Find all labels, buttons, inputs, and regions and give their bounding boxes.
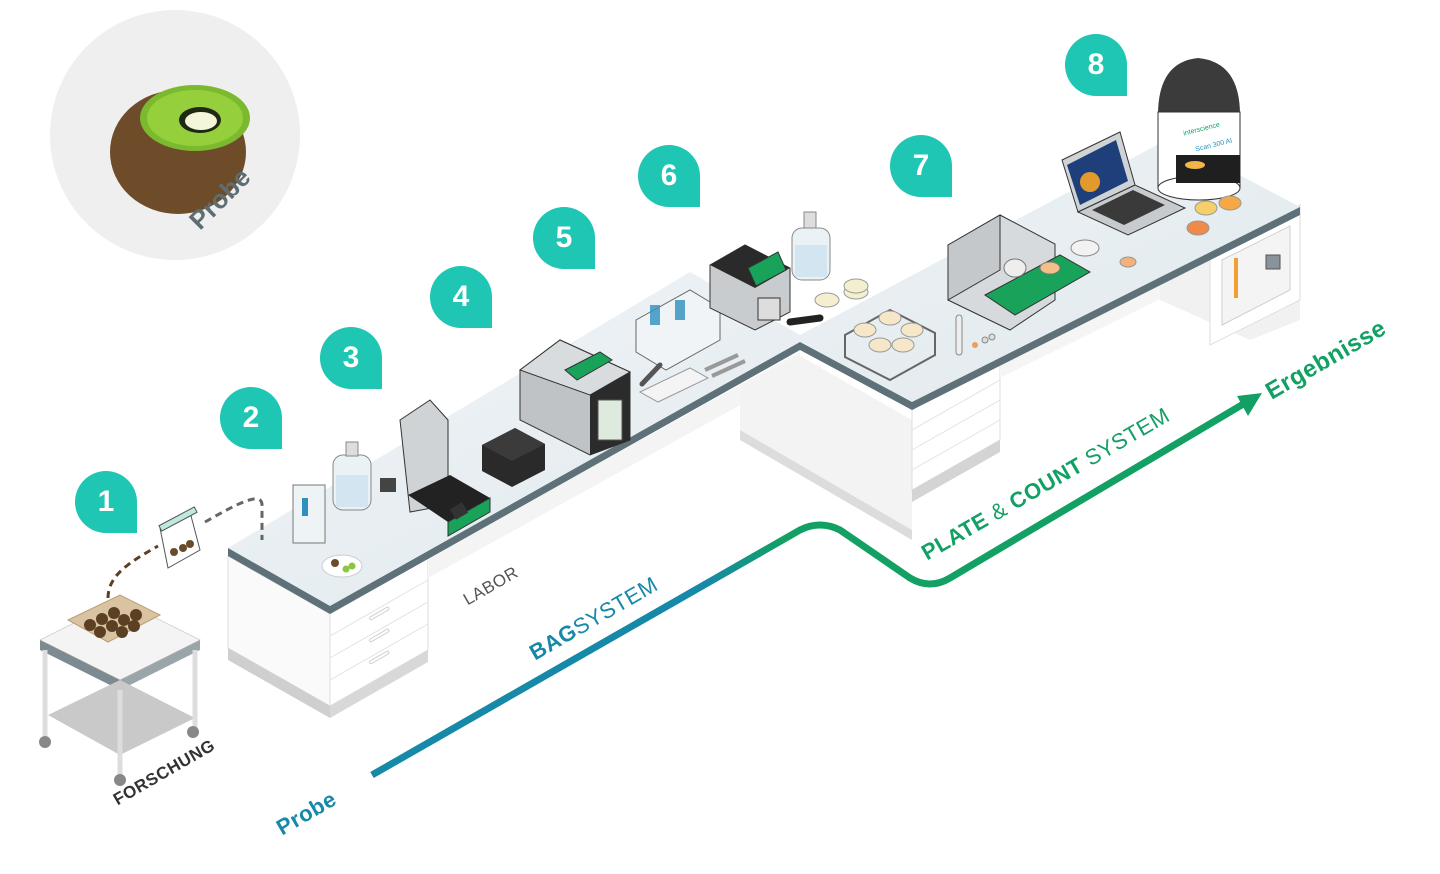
step-marker-7[interactable]: 7 (890, 135, 952, 197)
media-bottle (791, 211, 831, 281)
mouse-and-lamp (1070, 239, 1137, 268)
kiwi-icon (110, 85, 250, 214)
pipettes-and-accessories (638, 353, 746, 403)
media-dispenser (709, 244, 824, 331)
sample-plate-kiwi (321, 554, 363, 578)
step-marker-5[interactable]: 5 (533, 207, 595, 269)
step-number: 6 (660, 159, 678, 192)
test-tube (955, 314, 996, 356)
blender-bagmixer (518, 339, 632, 456)
step-number: 2 (242, 401, 260, 434)
bench-left-cabinet (227, 555, 429, 718)
step-marker-4[interactable]: 4 (430, 266, 492, 328)
label-printer (482, 428, 545, 487)
step-marker-2[interactable]: 2 (220, 387, 282, 449)
step-marker-3[interactable]: 3 (320, 327, 382, 389)
petri-dish-rack (844, 308, 936, 382)
step-number: 5 (555, 221, 573, 254)
step-marker-1[interactable]: 1 (75, 471, 137, 533)
gravimetric-dilutor (380, 399, 491, 537)
transfer-arrow-to-bench (204, 497, 264, 540)
petri-dishes (814, 278, 869, 308)
bag-stand (292, 484, 326, 544)
diluent-bottle (332, 441, 372, 511)
laptop (1061, 131, 1187, 236)
sample-bag (158, 506, 201, 569)
step-number: 1 (97, 485, 115, 518)
bench-middle-panel (428, 352, 912, 578)
flow-path-line (370, 399, 1247, 779)
step-marker-8[interactable]: 8 (1065, 34, 1127, 96)
step-number: 7 (912, 149, 930, 182)
sample-badge (50, 10, 300, 260)
transfer-arrow-to-bag (106, 544, 159, 599)
result-plates (1186, 195, 1242, 236)
colony-counter (1157, 58, 1241, 201)
step-number: 4 (452, 280, 470, 313)
spiral-plater (947, 214, 1092, 331)
flow-arrowhead-icon (1237, 393, 1262, 416)
bag-rack (635, 289, 721, 371)
step-number: 3 (342, 341, 360, 374)
step-marker-6[interactable]: 6 (638, 145, 700, 207)
step-number: 8 (1087, 48, 1105, 81)
research-trolley (38, 594, 202, 786)
